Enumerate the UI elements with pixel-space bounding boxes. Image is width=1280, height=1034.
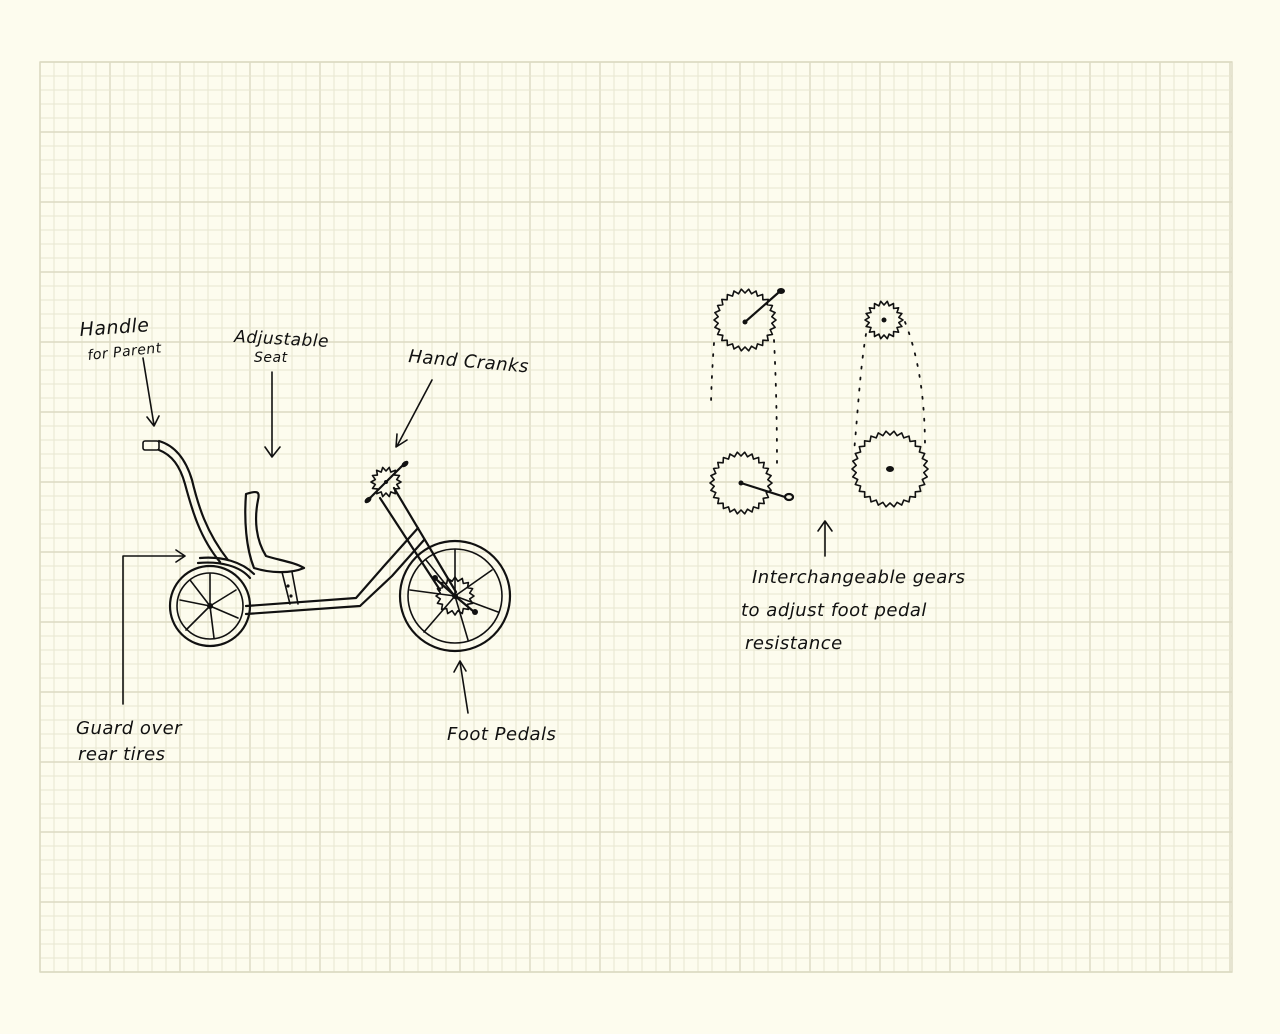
gear-pair-left xyxy=(710,288,793,514)
label-gears: Interchangeable gears xyxy=(752,567,966,588)
label-guard-sub: rear tires xyxy=(78,744,166,765)
parent-handle xyxy=(143,441,228,562)
annotation-labels: Handle for Parent Adjustable Seat Hand C… xyxy=(76,314,966,765)
label-gears-line2: to adjust foot pedal xyxy=(741,600,927,621)
rear-wheel-guard xyxy=(198,558,254,578)
gear-pair-right xyxy=(852,301,928,507)
label-guard: Guard over xyxy=(76,718,183,739)
label-seat-sub: Seat xyxy=(254,350,288,366)
label-foot-pedals: Foot Pedals xyxy=(447,724,556,745)
trike-callout-arrows xyxy=(123,358,468,713)
adjustable-seat xyxy=(245,492,304,604)
label-handle-sub: for Parent xyxy=(87,340,163,364)
graph-paper-grid xyxy=(40,62,1232,972)
label-handle: Handle xyxy=(79,314,150,341)
rear-wheel xyxy=(170,566,250,646)
label-hand-cranks: Hand Cranks xyxy=(408,346,530,377)
adaptive-trike-drawing xyxy=(143,441,510,651)
label-seat: Adjustable xyxy=(233,327,330,352)
label-gears-line3: resistance xyxy=(745,633,843,654)
